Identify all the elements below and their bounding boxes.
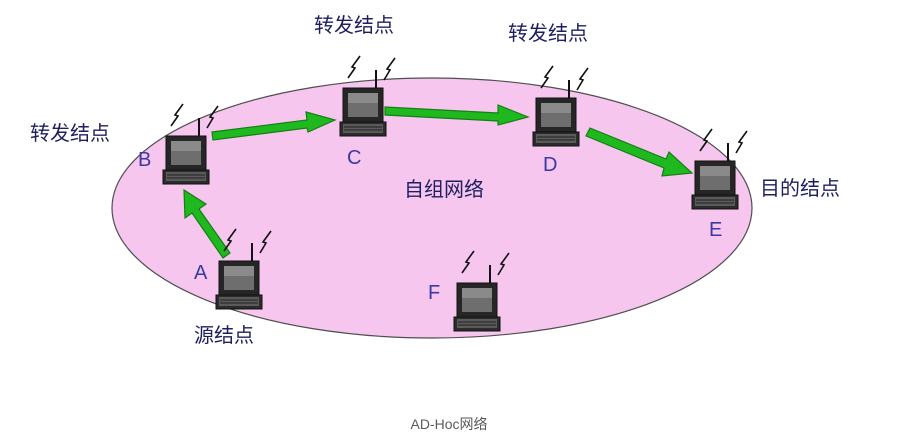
role-label-e: 目的结点 [760,176,840,200]
node-id-d: D [543,154,557,176]
arrow-b-to-c [211,111,337,141]
network-ellipse [111,77,753,339]
node-id-e: E [709,219,722,241]
node-id-f: F [428,282,440,304]
role-label-d: 转发结点 [508,21,588,45]
arrow-d-to-e [585,127,694,177]
arrow-c-to-d [384,104,530,126]
figure-caption: AD-Hoc网络 [410,416,488,432]
routing-arrows [183,104,694,259]
network-label: 自组网络 [404,177,484,201]
node-id-a: A [194,262,208,284]
role-label-c: 转发结点 [314,13,394,37]
node-id-b: B [138,149,151,171]
role-label-b: 转发结点 [30,121,110,145]
arrow-a-to-b [183,188,231,259]
node-id-c: C [347,147,361,169]
role-label-a: 源结点 [194,323,254,347]
